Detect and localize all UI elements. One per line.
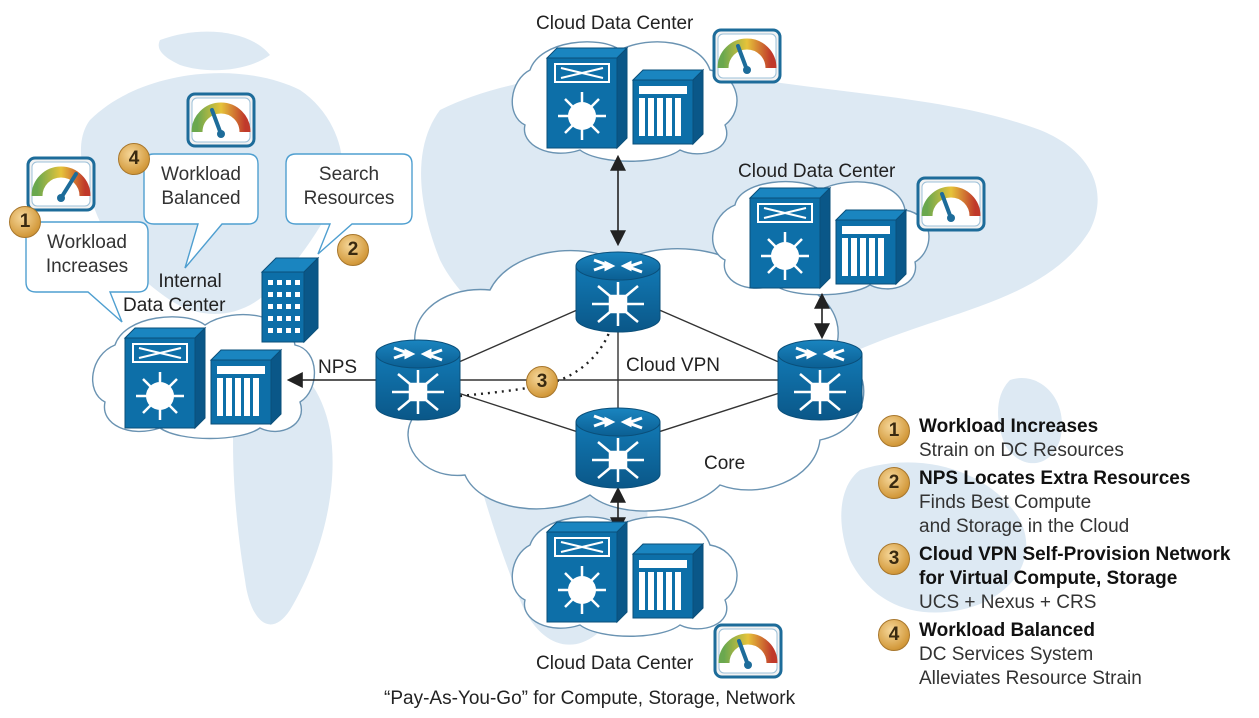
label-cloud-dc-right: Cloud Data Center (738, 161, 896, 182)
router-right (776, 338, 864, 422)
speech-bubbles (25, 153, 413, 323)
legend: 1 Workload Increases Strain on DC Resour… (878, 415, 1258, 695)
bubble-line: Balanced (161, 188, 241, 209)
router-top (574, 250, 662, 334)
gauge-cloud-top (714, 30, 780, 82)
legend-item-2: 2 NPS Locates Extra Resources Finds Best… (878, 467, 1258, 539)
legend-item-3: 3 Cloud VPN Self-Provision Network for V… (878, 543, 1258, 615)
bubble-line: Resources (303, 188, 395, 209)
legend-title: NPS Locates Extra Resources (919, 468, 1191, 489)
legend-badge: 2 (878, 467, 910, 499)
bubble-text-workload-increases: Workload Increases (30, 231, 144, 279)
legend-badge: 1 (878, 415, 910, 447)
step-badge-1: 1 (9, 206, 41, 238)
bubble-line: Workload (47, 232, 127, 253)
legend-item-4: 4 Workload Balanced DC Services System A… (878, 619, 1258, 691)
legend-item-1: 1 Workload Increases Strain on DC Resour… (878, 415, 1258, 463)
legend-badge: 4 (878, 619, 910, 651)
diagram-caption: “Pay-As-You-Go” for Compute, Storage, Ne… (384, 688, 796, 709)
bubble-line: Search (318, 164, 380, 185)
router-bottom (574, 406, 662, 490)
legend-line: Strain on DC Resources (919, 440, 1124, 461)
label-cloud-vpn: Cloud VPN (626, 355, 720, 376)
label-nps: NPS (318, 357, 358, 378)
nps-server-tower (260, 256, 320, 344)
legend-badge: 3 (878, 543, 910, 575)
gauge-internal-low (28, 158, 94, 210)
label-cloud-dc-top: Cloud Data Center (536, 13, 694, 34)
step-badge-3: 3 (526, 366, 558, 398)
legend-title: Workload Increases (919, 416, 1099, 437)
bubble-line: Increases (45, 256, 129, 277)
bubble-line: Workload (161, 164, 241, 185)
legend-title: Cloud VPN Self-Provision Network (919, 544, 1231, 565)
step-badge-4: 4 (118, 143, 150, 175)
bubble-text-search-resources: Search Resources (290, 163, 408, 211)
gauge-cloud-bottom (715, 625, 781, 677)
legend-title-line2: for Virtual Compute, Storage (919, 568, 1178, 589)
gauge-internal-balanced (188, 94, 254, 146)
legend-title: Workload Balanced (919, 620, 1095, 641)
legend-line: Alleviates Resource Strain (919, 668, 1142, 689)
step-badge-2: 2 (337, 234, 369, 266)
bubble-search-resources (285, 153, 413, 255)
label-internal-line2: Data Center (123, 295, 226, 316)
gauge-cloud-right (918, 178, 984, 230)
router-left (374, 338, 462, 422)
label-core: Core (704, 453, 746, 474)
legend-line: DC Services System (919, 644, 1094, 665)
bubble-text-workload-balanced: Workload Balanced (148, 163, 254, 211)
label-cloud-dc-bottom: Cloud Data Center (536, 653, 694, 674)
legend-line: and Storage in the Cloud (919, 516, 1130, 537)
dotted-provision-path (459, 329, 612, 398)
label-internal-line1: Internal (158, 271, 222, 292)
legend-line: UCS + Nexus + CRS (919, 592, 1097, 613)
legend-line: Finds Best Compute (919, 492, 1092, 513)
